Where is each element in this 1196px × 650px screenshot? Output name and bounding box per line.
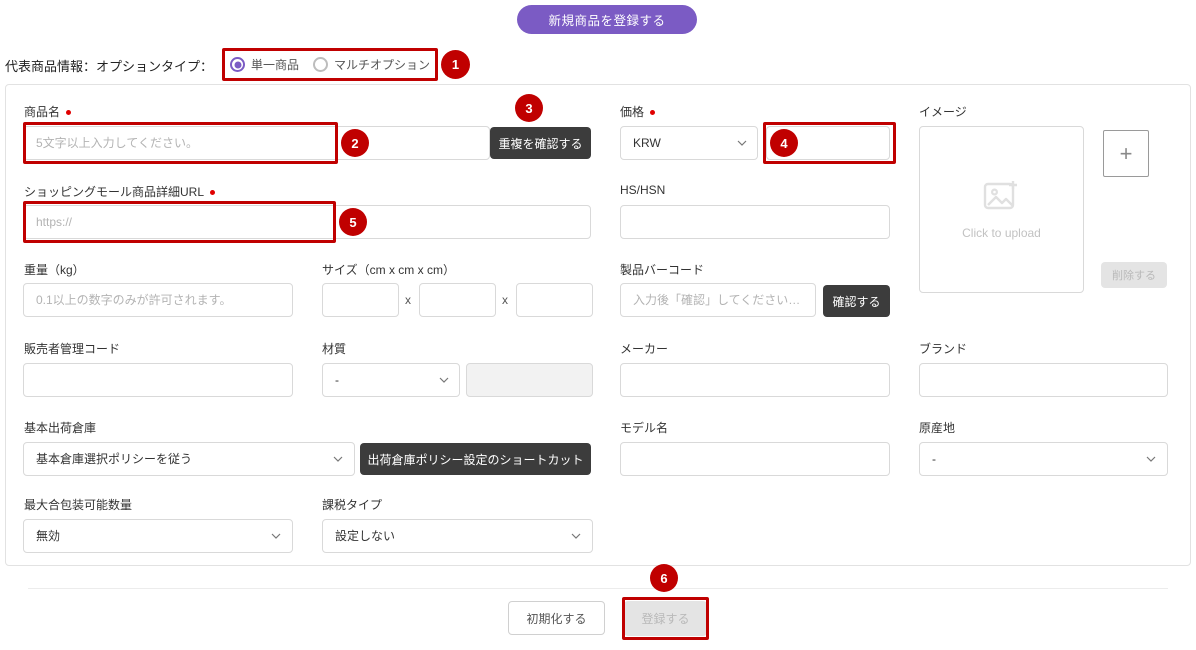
- hs-hsn-label: HS/HSN: [620, 183, 665, 197]
- material-label: 材質: [322, 340, 346, 357]
- required-dot-icon: [650, 110, 655, 115]
- brand-label: ブランド: [919, 340, 967, 357]
- model-name-label: モデル名: [620, 419, 668, 436]
- required-dot-icon: [66, 110, 71, 115]
- seller-code-input[interactable]: [23, 363, 293, 397]
- annotation-badge-4: 4: [770, 129, 798, 157]
- size-height-input[interactable]: [516, 283, 593, 317]
- maker-label: メーカー: [620, 340, 668, 357]
- submit-button[interactable]: 登録する: [624, 601, 707, 636]
- radio-multi-option[interactable]: マルチオプション: [313, 56, 430, 73]
- radio-dot-unselected-icon: [313, 57, 328, 72]
- size-width-input[interactable]: [322, 283, 399, 317]
- image-upload-caption: Click to upload: [962, 226, 1041, 240]
- brand-input[interactable]: [919, 363, 1168, 397]
- max-bundle-qty-select[interactable]: 無効: [23, 519, 293, 553]
- reset-button[interactable]: 初期化する: [508, 601, 605, 635]
- barcode-confirm-button[interactable]: 確認する: [823, 285, 890, 317]
- tax-type-label: 課税タイプ: [322, 496, 382, 513]
- warehouse-policy-shortcut-button[interactable]: 出荷倉庫ポリシー設定のショートカット: [360, 443, 591, 475]
- product-name-label: 商品名: [24, 103, 71, 120]
- size-depth-input[interactable]: [419, 283, 496, 317]
- price-currency-select[interactable]: KRW: [620, 126, 758, 160]
- size-separator-1: x: [405, 293, 411, 307]
- annotation-badge-2: 2: [341, 129, 369, 157]
- annotation-badge-6: 6: [650, 564, 678, 592]
- mall-url-label: ショッピングモール商品詳細URL: [24, 183, 215, 200]
- radio-single-product-label: 単一商品: [251, 56, 299, 73]
- annotation-badge-3: 3: [515, 94, 543, 122]
- annotation-badge-5: 5: [339, 208, 367, 236]
- required-dot-icon: [210, 190, 215, 195]
- size-label: サイズ（cm x cm x cm）: [322, 261, 455, 278]
- default-warehouse-select[interactable]: 基本倉庫選択ポリシーを従う: [23, 442, 355, 476]
- image-label: イメージ: [919, 103, 967, 120]
- model-name-input[interactable]: [620, 442, 890, 476]
- image-placeholder-icon: [983, 179, 1021, 216]
- add-image-button[interactable]: +: [1103, 130, 1149, 177]
- origin-label: 原産地: [919, 419, 955, 436]
- price-label: 価格: [620, 103, 655, 120]
- option-type-group[interactable]: 単一商品 マルチオプション: [222, 48, 438, 81]
- footer-divider: [28, 588, 1168, 589]
- annotation-badge-1: 1: [441, 50, 470, 79]
- radio-single-product[interactable]: 単一商品: [230, 56, 299, 73]
- image-upload-dropzone[interactable]: Click to upload: [919, 126, 1084, 293]
- barcode-label: 製品バーコード: [620, 261, 704, 278]
- maker-input[interactable]: [620, 363, 890, 397]
- tax-type-select[interactable]: 設定しない: [322, 519, 593, 553]
- size-separator-2: x: [502, 293, 508, 307]
- weight-input[interactable]: [23, 283, 293, 317]
- delete-image-button[interactable]: 削除する: [1101, 262, 1167, 288]
- option-type-label: 代表商品情報：オプションタイプ：: [5, 56, 213, 75]
- material-detail-input[interactable]: [466, 363, 593, 397]
- seller-code-label: 販売者管理コード: [24, 340, 120, 357]
- mall-url-input[interactable]: [23, 205, 591, 239]
- barcode-input[interactable]: [620, 283, 816, 317]
- material-select[interactable]: -: [322, 363, 460, 397]
- origin-select[interactable]: -: [919, 442, 1168, 476]
- hs-hsn-input[interactable]: [620, 205, 890, 239]
- duplicate-check-button[interactable]: 重複を確認する: [490, 127, 591, 159]
- radio-dot-selected-icon: [230, 57, 245, 72]
- radio-multi-option-label: マルチオプション: [334, 56, 430, 73]
- weight-label: 重量（kg）: [24, 261, 85, 278]
- product-name-input[interactable]: [23, 126, 490, 160]
- max-bundle-qty-label: 最大合包装可能数量: [24, 496, 132, 513]
- default-warehouse-label: 基本出荷倉庫: [24, 419, 96, 436]
- register-new-product-button[interactable]: 新規商品を登録する: [517, 5, 697, 34]
